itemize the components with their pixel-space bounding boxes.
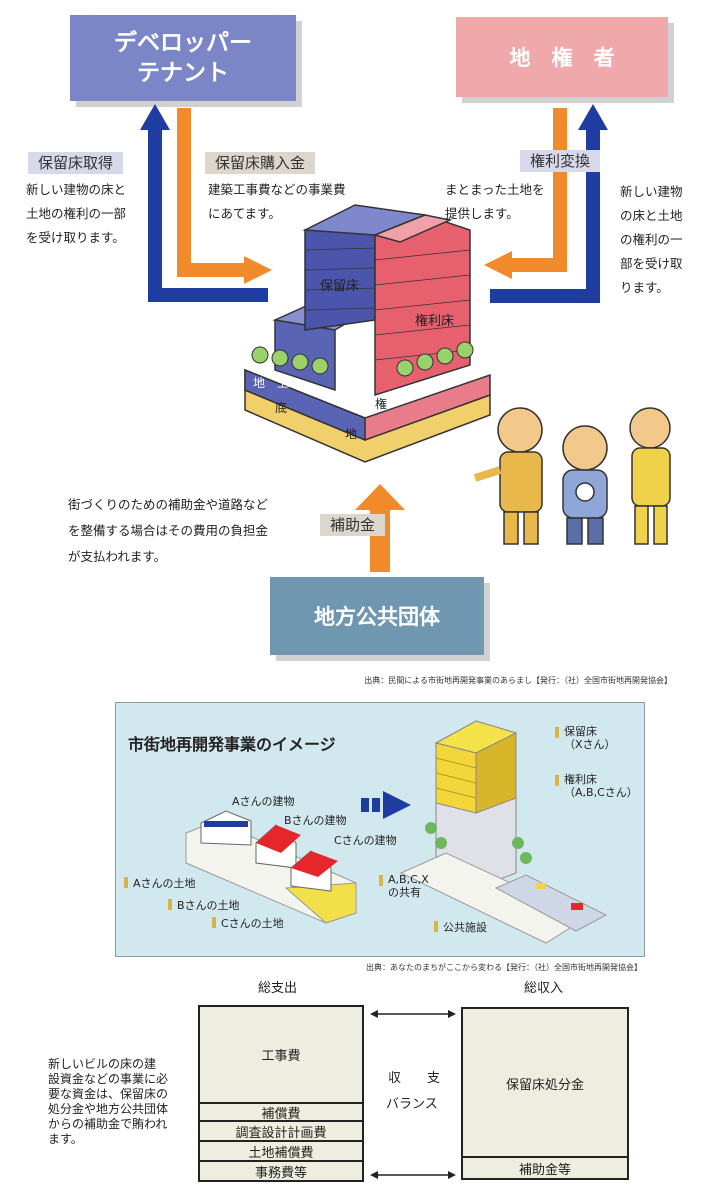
subsidy-text: 街づくりのための補助金や道路など を整備する場合はその費用の負担金 が支払われま… (68, 497, 269, 564)
left-orange-arrow (177, 108, 248, 277)
hold-floor-label: 保留床 (320, 279, 359, 294)
developer-tenant-box: デベロッパー テナント (70, 15, 296, 101)
income-column: 保留床処分金 補助金等 (461, 1007, 629, 1180)
tag-rights-exchange: 権利変換 (520, 150, 601, 172)
tag-hold-floor-purchase: 保留床購入金 (205, 152, 316, 174)
landowner-box: 地 権 者 (456, 17, 668, 97)
panel-source-note: 出典：あなたのまちがここから変わる【発行：（社）全国市街地再開発協会】 (366, 963, 642, 972)
panel-illustration (185, 720, 608, 944)
right-navy-arrowhead (578, 104, 608, 130)
left-navy-arrowhead (140, 104, 170, 130)
flow-arrows (140, 104, 608, 303)
income-item-subsidy: 補助金等 (463, 1156, 627, 1178)
b-land-label: Bさんの土地 (168, 897, 240, 913)
hold-floor-text: 新しい建物の床と 土地の権利の一部 を受け取ります。 (26, 182, 127, 245)
c-land-label: Cさんの土地 (212, 915, 284, 931)
bottom-label-left: 底 (275, 400, 287, 415)
expense-item-compensation: 補償費 (200, 1102, 362, 1122)
expense-title: 総支出 (258, 981, 298, 996)
top-source-note: 出典：民間による市街地再開発事業のあらまし【発行：（社）全国市街地再開発協会】 (364, 676, 672, 685)
balance-label-top: 収 支 (388, 1071, 441, 1086)
right-orange-arrowhead (484, 251, 512, 279)
purchase-text: 建築工事費などの事業費 にあてます。 (208, 182, 346, 221)
left-orange-arrowhead (244, 256, 272, 284)
expense-column: 工事費 補償費 調査設計計画費 土地補償費 事務費等 (198, 1005, 364, 1182)
income-title: 総収入 (524, 981, 564, 996)
local-government-box: 地方公共団体 (270, 577, 484, 655)
panel-title: 市街地再開発事業のイメージ (128, 735, 336, 754)
expense-item-construction: 工事費 (261, 1049, 301, 1064)
expense-item-survey-design: 調査設計計画費 (200, 1120, 362, 1141)
rights-floor-label: 権利床 (415, 313, 454, 329)
b-building-label: Bさんの建物 (284, 814, 347, 827)
land-label-right: 権 (375, 396, 387, 411)
land-provide-text: まとまった土地を 提供します。 (445, 182, 545, 221)
funding-note: 新しいビルの床の建 設資金などの事業に必 要な資金は、保留床の 処分金や地方公共… (48, 1057, 169, 1146)
income-item-hold-floor-disposal: 保留床処分金 (505, 1078, 584, 1093)
balance-label-bottom: バランス (386, 1097, 438, 1112)
rights-text: 新しい建物 の床と土地 の権利の一 部を受け取 ります。 (620, 184, 683, 295)
tag-hold-floor-acquire: 保留床取得 (28, 152, 124, 174)
landowners-people-illustration (473, 407, 671, 545)
rights-floor-abc-label: 権利床 （A,B,Cさん） (555, 773, 638, 799)
left-navy-arrow (148, 125, 268, 302)
public-facility-label: 公共施設 (434, 919, 487, 935)
tag-subsidy: 補助金 (320, 514, 386, 536)
shared-label: A,B,C,X の共有 (379, 873, 429, 899)
redevelopment-building-illustration: 保留床 権利床 地 上 権 底 地 (244, 204, 491, 463)
land-label-left: 地 上 (253, 376, 289, 390)
bottom-label-right: 地 (345, 427, 357, 441)
redevelopment-image-panel: 市街地再開発事業のイメージ Aさんの建物 (115, 702, 645, 957)
right-navy-arrow (490, 125, 600, 303)
a-land-label: Aさんの土地 (124, 875, 196, 891)
a-building-label: Aさんの建物 (232, 795, 295, 808)
balance-arrows (370, 1010, 456, 1179)
expense-item-admin: 事務費等 (200, 1160, 362, 1181)
c-building-label: Cさんの建物 (334, 834, 397, 847)
hold-floor-x-label: 保留床 （Xさん） (555, 725, 616, 751)
expense-item-land-compensation: 土地補償費 (200, 1140, 362, 1161)
